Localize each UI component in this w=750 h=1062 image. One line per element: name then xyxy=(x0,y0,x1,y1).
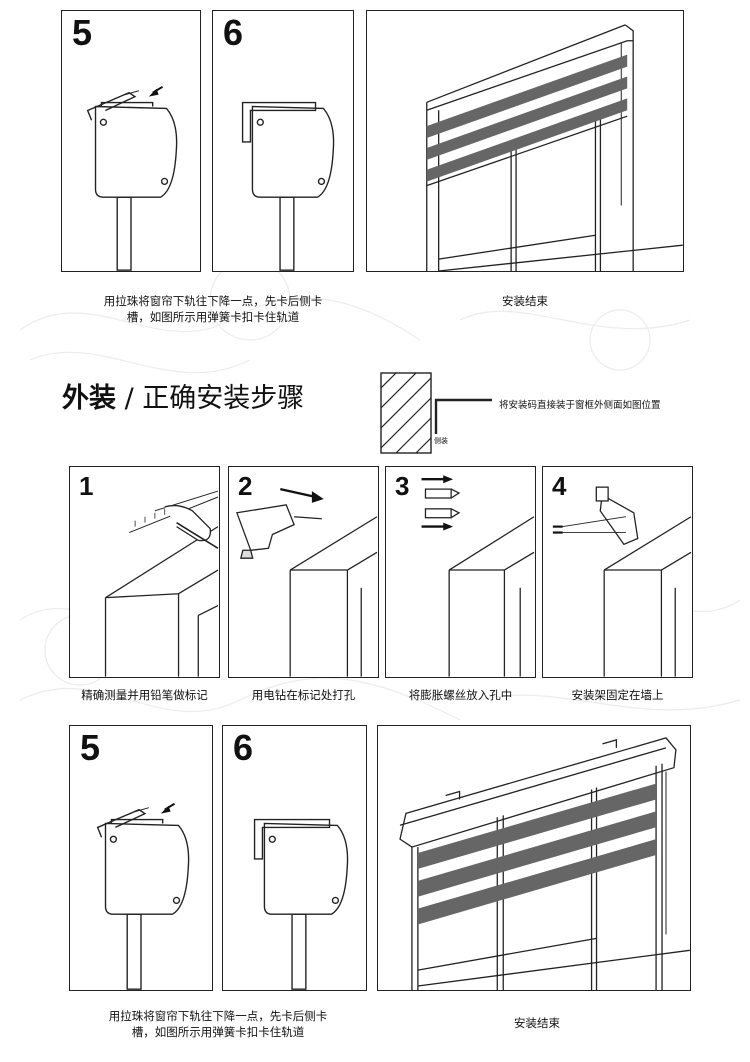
caption-line: 用拉珠将窗帘下轨往下降一点，先卡后侧卡 xyxy=(108,1009,328,1023)
top-step6-panel: 6 xyxy=(212,10,354,272)
bottom-step6-panel: 6 xyxy=(222,725,367,991)
top-caption-left: 用拉珠将窗帘下轨往下降一点，先卡后侧卡 槽，如图所示用弹簧卡扣卡住轨道 xyxy=(58,293,368,325)
top-finished-panel xyxy=(366,10,684,272)
caption-line: 槽，如图所示用弹簧卡扣卡住轨道 xyxy=(131,1025,305,1039)
step1-caption: 精确测量并用铅笔做标记 xyxy=(81,688,208,702)
side-mount-bracket-icon xyxy=(434,398,492,434)
step-number: 4 xyxy=(552,471,567,501)
hatched-wall-icon xyxy=(380,372,432,454)
top-step5-panel: 5 xyxy=(61,10,201,272)
section-title-bold: 外装 xyxy=(62,383,116,414)
step2-caption: 用电钻在标记处打孔 xyxy=(251,688,356,702)
installed-outside-blind-illustration xyxy=(399,737,690,990)
caption-line: 用拉珠将窗帘下轨往下降一点，先卡后侧卡 xyxy=(103,294,323,308)
bottom-step5-panel: 5 xyxy=(69,725,213,991)
step4-panel: 4 xyxy=(542,466,693,678)
drill-hole-illustration xyxy=(236,487,378,677)
bracket-locked-illustration xyxy=(253,818,349,990)
anchor-insert-illustration xyxy=(421,475,535,677)
installed-blind-illustration xyxy=(426,24,683,271)
bracket-locked-illustration xyxy=(241,101,335,271)
caption-line: 槽，如图所示用弹簧卡扣卡住轨道 xyxy=(126,310,300,324)
step-number: 3 xyxy=(395,471,410,501)
step1-panel: 1 xyxy=(69,466,220,678)
step-number: 6 xyxy=(233,727,254,768)
step-number: 6 xyxy=(223,12,244,53)
section-title-rest: / 正确安装步骤 xyxy=(116,383,305,414)
step-number: 2 xyxy=(238,471,253,501)
step4-caption: 安装架固定在墙上 xyxy=(571,688,664,702)
bottom-finished-panel xyxy=(377,725,691,991)
step-number: 5 xyxy=(72,12,93,53)
top-caption-right: 安装结束 xyxy=(502,294,548,308)
side-mount-label: 侧装 xyxy=(434,437,448,445)
step-number: 5 xyxy=(80,727,101,768)
step3-caption: 将膨胀螺丝放入孔中 xyxy=(408,688,513,702)
section-note: 将安装码直接装于窗框外侧面如图位置 xyxy=(499,400,661,411)
bottom-caption-left: 用拉珠将窗帘下轨往下降一点，先卡后侧卡 槽，如图所示用弹簧卡扣卡住轨道 xyxy=(58,1008,378,1040)
bracket-clip-illustration xyxy=(86,85,178,271)
step2-panel: 2 xyxy=(228,466,379,678)
step3-panel: 3 xyxy=(385,466,536,678)
bracket-clip-illustration xyxy=(96,802,190,990)
mount-bracket-illustration xyxy=(552,486,692,677)
step-number: 1 xyxy=(79,471,94,501)
measure-mark-illustration xyxy=(104,490,219,677)
bottom-caption-right: 安装结束 xyxy=(514,1016,560,1030)
section-title: 外装 / 正确安装步骤 xyxy=(62,385,304,412)
